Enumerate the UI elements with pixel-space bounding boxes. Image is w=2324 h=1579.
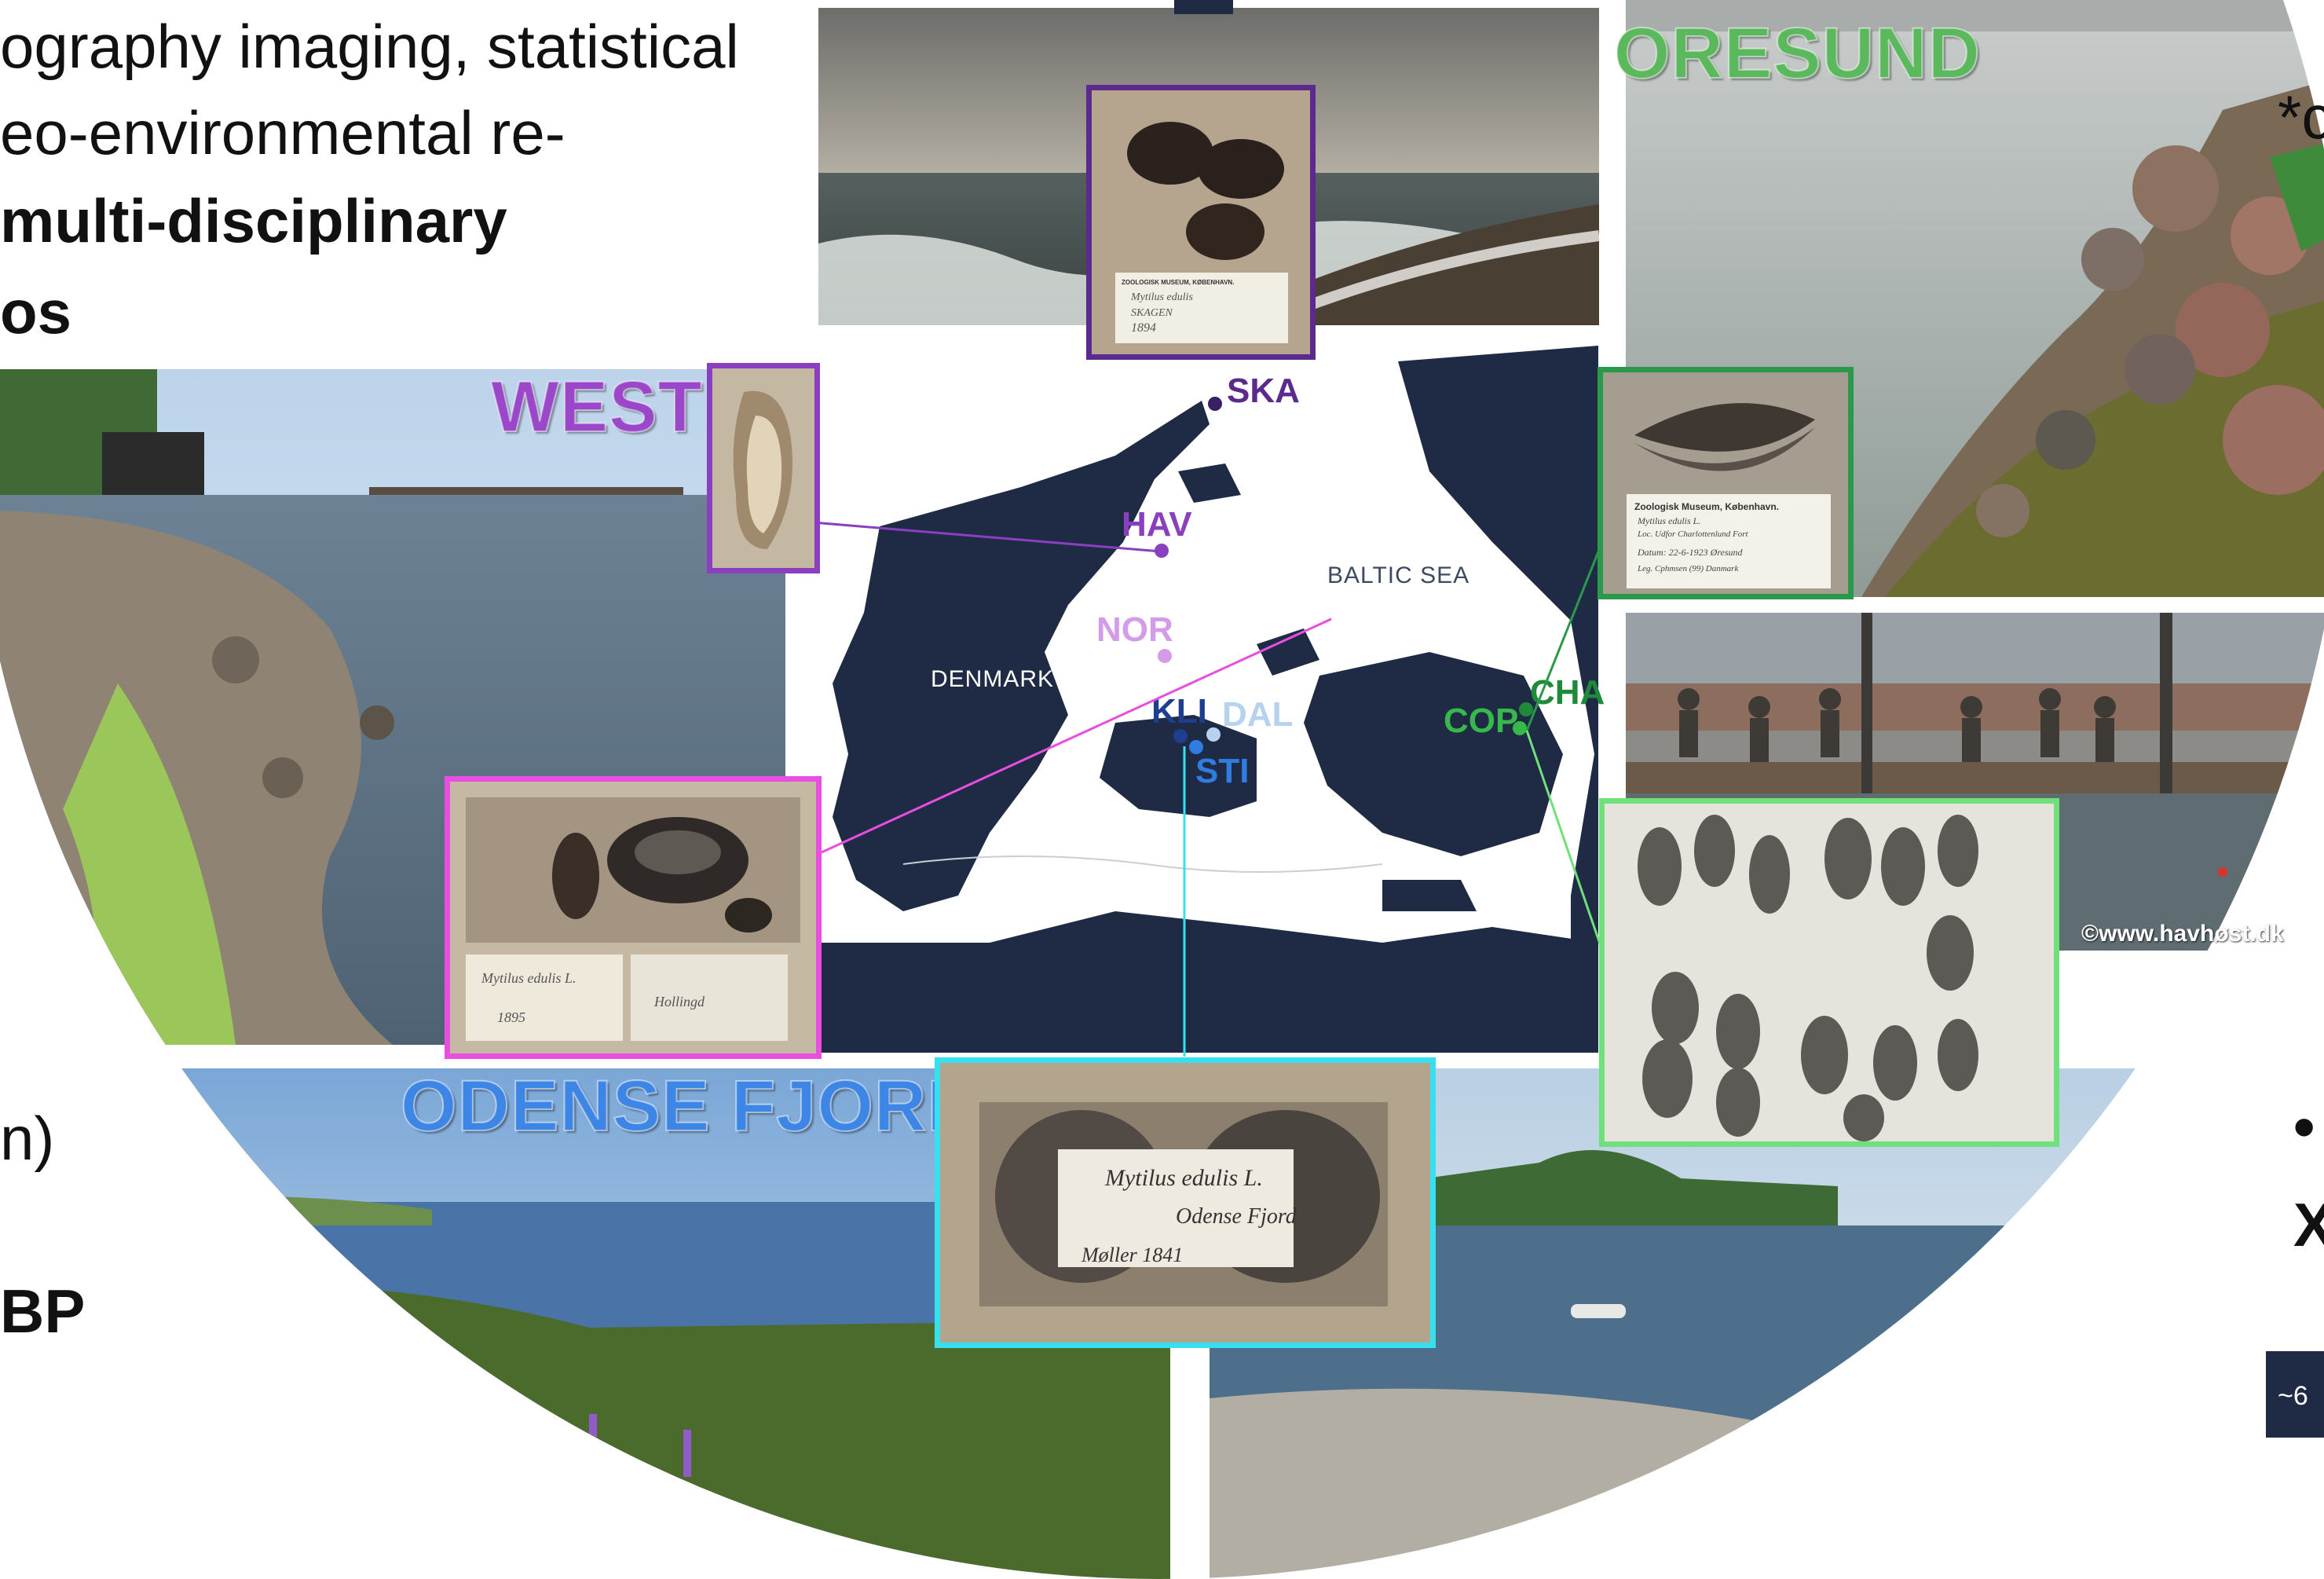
site-dot-kli[interactable] [1173,729,1188,743]
west-card-line-2: Hollingd [654,994,705,1009]
zealand-shape [1304,652,1563,856]
funen-shape [1100,715,1257,817]
site-dot-ska[interactable] [1208,397,1222,411]
site-label-sti: STI [1195,752,1250,790]
site-label-ska: SKA [1227,372,1300,410]
germany-shape [785,911,1598,1053]
photo-copyright: ©www.havhøst.dk [2081,921,2284,947]
left-fragment-2: BP [0,1277,86,1346]
site-label-kli: KLI [1151,692,1207,731]
site-dot-cop[interactable] [1513,721,1527,735]
oresund-specimen-inset[interactable]: Zoologisk Museum, København. Mytilus edu… [1598,367,1854,599]
region-title-odense: ODENSE FJORD [400,1066,980,1146]
map-label-country: DENMARK [931,666,1055,692]
right-corner-tile [2266,1351,2324,1438]
oresund-card-line-5: Leg. Cphmsen (99) Danmark [1638,564,1739,573]
west-harbour-photo [0,369,793,1045]
map-label-sea: BALTIC SEA [1327,562,1470,588]
site-label-nor: NOR [1096,610,1173,649]
skagen-card-line-4: 1894 [1131,321,1156,335]
skagen-specimen-inset[interactable]: ZOOLOGISK MUSEUM, KØBENHAVN. Mytilus edu… [1086,85,1316,360]
right-fragment-1: *c [2278,82,2324,152]
right-fragment-2: • [2293,1092,2315,1161]
skagen-card-line-2: Mytilus edulis [1131,291,1193,303]
west-card-line-3: 1895 [497,1009,525,1025]
site-dot-dal[interactable] [1206,727,1221,742]
region-title-oresund: ORESUND [1613,13,1982,93]
jutland-shape [833,401,1210,911]
site-label-hav: HAV [1122,505,1192,544]
right-fragment-3: X [2293,1190,2324,1259]
west-specimen-inset[interactable] [707,363,820,573]
copenhagen-specimen-inset[interactable] [1599,798,2059,1147]
oresund-coast-photo [1626,0,2324,597]
skagen-card-line-3: SKAGEN [1131,307,1173,319]
site-label-dal: DAL [1222,695,1294,734]
right-fragment-4: ~6 [2278,1381,2308,1411]
left-fragment-1: n) [0,1104,55,1173]
intro-line-3: multi-disciplinary [0,186,507,255]
odense-card-line-3: Møller 1841 [1081,1244,1184,1266]
odense-card-line-1: Mytilus edulis L. [1105,1165,1263,1191]
oresund-card-line-3: Loc. Udfor Charlottenlund Fort [1638,529,1748,539]
skagen-card-line-1: ZOOLOGISK MUSEUM, KØBENHAVN. [1122,279,1235,286]
west-specimen-box-inset[interactable]: Mytilus edulis L. Hollingd 1895 [445,776,822,1059]
site-dot-hav[interactable] [1155,544,1169,558]
denmark-map: DENMARK BALTIC SEA SKA HAV NOR KLI DAL S… [785,346,1605,1053]
site-dot-sti[interactable] [1189,740,1203,754]
intro-line-1: ography imaging, statistical [0,12,739,81]
site-dot-cha[interactable] [1519,702,1533,716]
oresund-card-line-2: Mytilus edulis L. [1638,515,1701,526]
sweden-shape [1398,346,1598,1053]
west-card-line-1: Mytilus edulis L. [481,970,576,986]
intro-line-2: eo-environmental re- [0,98,565,167]
site-dot-nor[interactable] [1158,649,1172,663]
map-shapes [785,346,1598,1053]
odense-card-line-2: Odense Fjord [1176,1204,1297,1229]
connector-lines [812,521,1604,1057]
region-title-west: WEST [490,367,703,447]
odense-specimen-inset[interactable]: Mytilus edulis L. Odense Fjord Møller 18… [935,1057,1436,1348]
oresund-card-line-4: Datum: 22-6-1923 Øresund [1638,547,1743,558]
intro-line-4: os [0,277,72,346]
top-tab [1174,0,1233,14]
site-label-cop: COP [1444,702,1519,740]
oresund-card-line-1: Zoologisk Museum, København. [1634,501,1780,512]
